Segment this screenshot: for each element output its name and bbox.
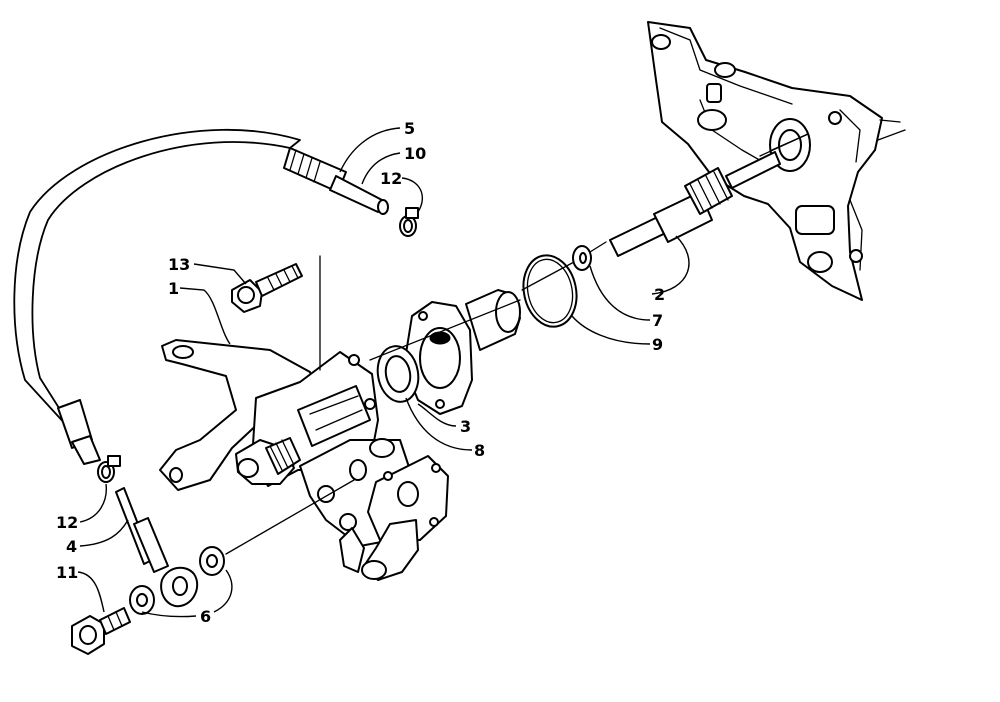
part-12-clamp-top — [399, 207, 419, 237]
callout-12-top: 12 — [380, 169, 402, 188]
part-5-oil-line — [13, 128, 389, 465]
callout-5: 5 — [404, 119, 415, 138]
callout-8: 8 — [474, 441, 485, 460]
callout-11: 11 — [56, 563, 78, 582]
callout-12-bottom: 12 — [56, 513, 78, 532]
callout-6: 6 — [200, 607, 211, 626]
part-8-seal — [376, 345, 420, 403]
callout-labels: 5 10 12 13 1 2 7 9 3 8 12 4 11 6 — [56, 119, 665, 626]
part-3-housing-flange — [403, 289, 521, 415]
leader-lines — [77, 127, 690, 618]
part-1-bracket — [159, 339, 317, 491]
part-9-o-ring — [522, 254, 578, 328]
oil-pump-body — [235, 351, 449, 581]
part-6-washer-right — [199, 546, 225, 576]
callout-7: 7 — [652, 311, 663, 330]
callout-13: 13 — [168, 255, 190, 274]
callout-1: 1 — [168, 279, 179, 298]
part-11-banjo-bolt — [71, 607, 131, 655]
assembly-center-lines — [225, 133, 809, 555]
part-2-drive-gear-shaft — [609, 133, 809, 257]
part-13-bolt — [231, 263, 303, 313]
callout-10: 10 — [404, 144, 426, 163]
callout-4: 4 — [66, 537, 77, 556]
part-4-banjo-fitting — [115, 487, 199, 608]
callout-9: 9 — [652, 335, 663, 354]
part-6-washer-left — [129, 585, 155, 615]
callout-2: 2 — [654, 285, 665, 304]
part-12-clamp-bottom — [97, 455, 121, 483]
callout-3: 3 — [460, 417, 471, 436]
part-7-washer — [572, 245, 592, 271]
